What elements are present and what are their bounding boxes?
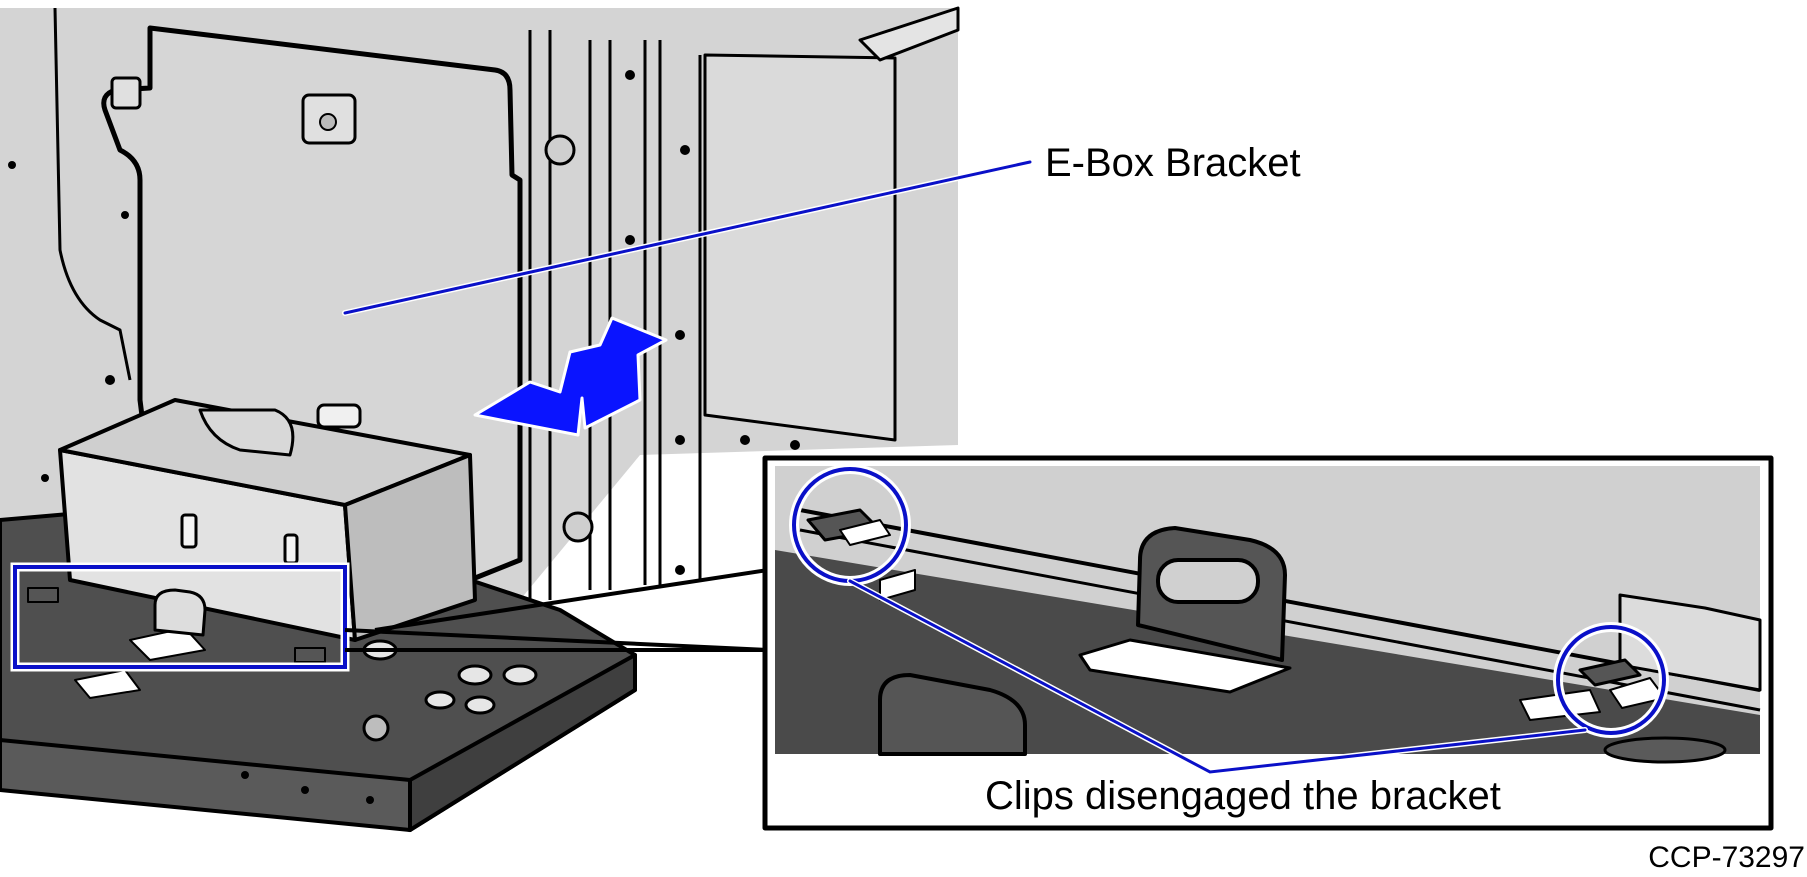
inset-floor-cutout [1078, 638, 1292, 694]
mounting-holes [8, 70, 800, 575]
tab-screw [319, 113, 337, 131]
rail-boss-lower [562, 511, 594, 543]
callout-leaders [342, 159, 1588, 776]
ebox-handle [198, 408, 295, 457]
bracket-clip-left [27, 587, 59, 603]
ebox-side-face [343, 453, 477, 642]
vertical-rails [528, 30, 702, 600]
base-standoff [362, 714, 390, 742]
bracket-leader-line [343, 160, 1032, 315]
left-flange [53, 7, 132, 381]
rail-boss [544, 134, 576, 166]
ebox-slot-2 [283, 533, 299, 565]
figure-id: CCP-73297 [1648, 841, 1805, 874]
inset-clip-left [806, 508, 916, 601]
ebox-vent [316, 403, 362, 429]
corner-tab [110, 76, 142, 110]
ebox-slot [180, 513, 198, 549]
inset-tab-slot [1156, 558, 1260, 604]
base-cutout-2 [74, 669, 141, 699]
zoom-focus-box-outline [13, 565, 347, 669]
inset-lower-tab [878, 673, 1027, 756]
bracket-clip-right [294, 647, 326, 663]
inner-panel-right [703, 53, 897, 442]
lift-direction-arrow [473, 316, 668, 437]
top-corner-lip [858, 6, 960, 62]
base-side-edge [408, 653, 637, 832]
inset-connector-lines [344, 568, 769, 652]
inset-detail-view [762, 455, 1774, 831]
clips-callout: Clips disengaged the bracket [985, 774, 1501, 818]
base-holes [241, 771, 374, 804]
inset-floor-washer [1603, 736, 1727, 764]
bracket-tab-ring [153, 588, 207, 637]
ebox-bracket-callout: E-Box Bracket [1045, 141, 1301, 185]
clip-highlight-right-ring [1556, 625, 1666, 735]
clips-leader-line [848, 579, 1587, 774]
